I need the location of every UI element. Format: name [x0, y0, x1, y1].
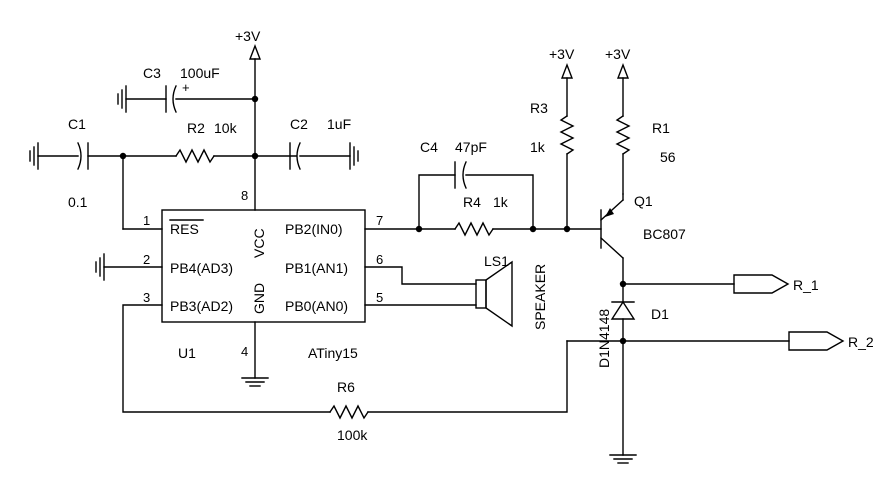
r3-value: 1k [530, 139, 546, 155]
c2-value: 1uF [327, 116, 351, 132]
c4-ref: C4 [420, 139, 438, 155]
r1-ref: R1 [652, 120, 670, 136]
r6-ref: R6 [337, 379, 355, 395]
c3-polarity: + [182, 80, 190, 95]
junction [529, 225, 537, 233]
capacitor-c3: C3 100uF + [117, 65, 256, 113]
pin-label-pb2: PB2(IN0) [285, 221, 343, 237]
c2-ref: C2 [290, 116, 308, 132]
ic-ref: U1 [178, 345, 196, 361]
r6-value: 100k [337, 427, 368, 443]
ls1-ref: LS1 [484, 253, 509, 269]
pin-number-3: 3 [143, 290, 150, 305]
r1-value: 56 [660, 149, 676, 165]
r2-value: 10k [214, 120, 238, 136]
pin-number-2: 2 [143, 252, 150, 267]
ic-u1: RES PB4(AD3) PB3(AD2) PB2(IN0) PB1(AN1) … [143, 188, 383, 361]
capacitor-c1: C1 0.1 [29, 116, 177, 210]
r3-ref: R3 [530, 100, 548, 116]
power-label: +3V [235, 28, 261, 44]
port-r2-label: R_2 [848, 334, 874, 350]
ic-part: ATiny15 [308, 345, 358, 361]
pin-number-8: 8 [241, 188, 248, 203]
diode-d1: D1 D1N4148 [596, 283, 669, 456]
port-r1: R_1 [622, 274, 819, 294]
port-r1-label: R_1 [793, 277, 819, 293]
capacitor-c4: C4 47pF [418, 139, 534, 230]
resistor-r3: +3V R3 1k [530, 46, 575, 230]
pin-label-pb3: PB3(AD2) [170, 298, 233, 314]
port-r2: R_2 [788, 331, 874, 351]
power-label: +3V [549, 46, 575, 62]
pin-number-7: 7 [376, 213, 383, 228]
resistor-r2: R2 10k [175, 120, 297, 164]
c1-value: 0.1 [68, 194, 88, 210]
resistor-r6: R6 100k [329, 340, 568, 443]
speaker-ls1: LS1 SPEAKER [475, 253, 548, 330]
pin-label-pb4: PB4(AD3) [170, 260, 233, 276]
pin-number-5: 5 [376, 290, 383, 305]
power-symbol-vcc: +3V [235, 28, 261, 211]
pin-label-vcc: VCC [251, 228, 267, 258]
power-label: +3V [605, 46, 631, 62]
pin-label-pb0: PB0(AN0) [285, 298, 348, 314]
pin-label-pb1: PB1(AN1) [285, 260, 348, 276]
r4-ref: R4 [463, 194, 481, 210]
r2-ref: R2 [187, 120, 205, 136]
d1-ref: D1 [651, 306, 669, 322]
c4-value: 47pF [455, 139, 487, 155]
capacitor-c2: C2 1uF [289, 116, 359, 170]
c3-value: 100uF [180, 65, 220, 81]
c1-ref: C1 [68, 116, 86, 132]
transistor-q1: Q1 BC807 [600, 193, 686, 285]
resistor-r4: R4 1k [454, 194, 602, 237]
ls1-value: SPEAKER [532, 264, 548, 330]
pin-label-res: RES [170, 221, 199, 237]
pin-number-4: 4 [241, 344, 248, 359]
pin-number-6: 6 [376, 252, 383, 267]
resistor-r1: +3V R1 56 [605, 46, 676, 195]
c3-ref: C3 [143, 65, 161, 81]
pin-number-1: 1 [143, 213, 150, 228]
junction [251, 95, 259, 103]
junction [251, 152, 259, 160]
q1-ref: Q1 [634, 193, 653, 209]
d1-value: D1N4148 [596, 309, 612, 368]
r4-value: 1k [493, 194, 509, 210]
pin-label-gnd: GND [251, 283, 267, 314]
q1-value: BC807 [643, 226, 686, 242]
